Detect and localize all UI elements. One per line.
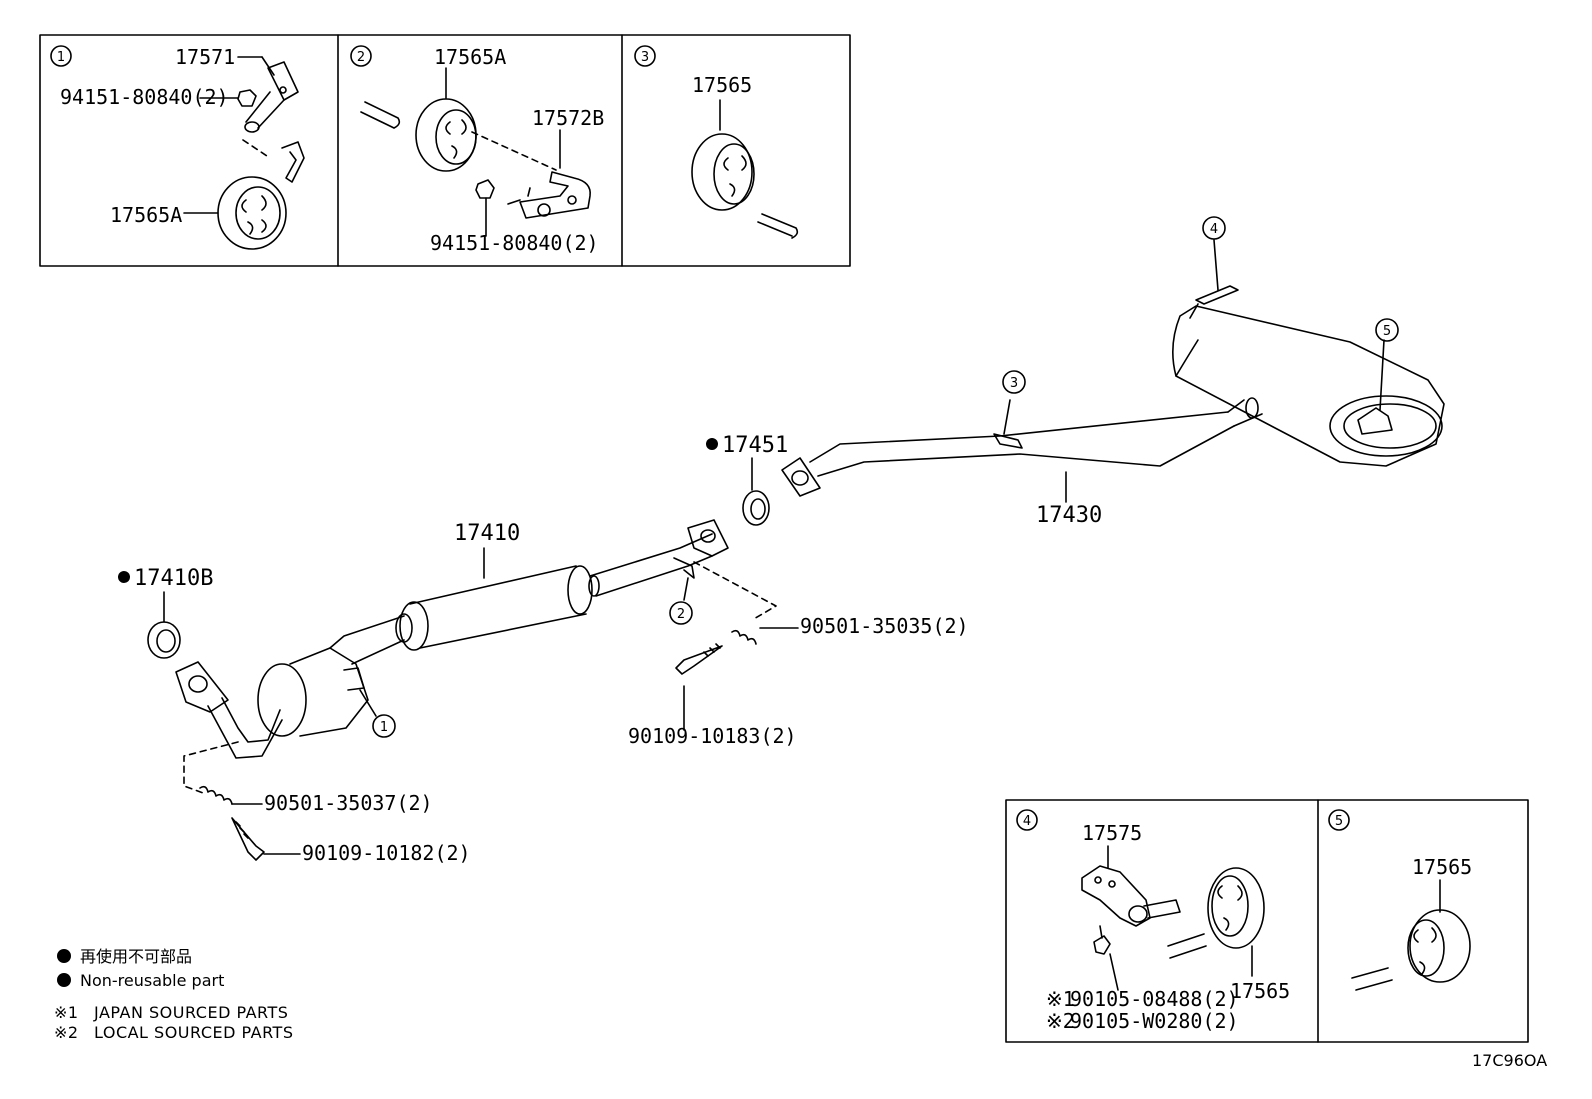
part-label-90501-35037: 90501-35037(2): [264, 791, 433, 815]
part-label-17565A-inset1: 17565A: [110, 203, 182, 227]
part-label-17575: 17575: [1082, 821, 1142, 845]
part-label-17451: 17451: [722, 433, 788, 458]
callout-3: [1002, 370, 1026, 394]
svg-text:5: 5: [1383, 324, 1391, 339]
part-label-17571: 17571: [175, 45, 235, 69]
inset-1-number: 1: [57, 50, 65, 65]
sourced-mark-1: ※1: [1046, 987, 1075, 1011]
inset-4-number: 4: [1023, 814, 1031, 829]
callout-1: [372, 714, 396, 738]
gasket-17451: 17451: [706, 433, 788, 526]
front-pipe-17410: 17410: [175, 519, 729, 759]
callouts-main: 1 2 3 4 5: [372, 216, 1399, 738]
inset-2-number: 2: [357, 50, 365, 65]
inset-1: 1 17571 94151-80840(2) 17565A: [50, 45, 305, 250]
legend-note1-text: JAPAN SOURCED PARTS: [93, 1003, 288, 1022]
svg-text:2: 2: [677, 607, 685, 622]
legend-non-reusable-en: Non-reusable part: [80, 971, 224, 990]
legend-note2-mark: ※2: [54, 1023, 79, 1042]
bolt-set-front: 90501-35037(2) 90109-10182(2): [183, 741, 471, 865]
diagram-id: 17C96OA: [1472, 1051, 1547, 1070]
inset-4: 4 17575 ※1 90105-08488(2) ※2 90105-W0280…: [1016, 809, 1290, 1033]
legend-note2-text: LOCAL SOURCED PARTS: [94, 1023, 293, 1042]
callout-4: [1202, 216, 1226, 240]
part-label-17572B: 17572B: [532, 106, 604, 130]
inset-5-number: 5: [1335, 814, 1343, 829]
sourced-mark-2: ※2: [1046, 1009, 1075, 1033]
tail-pipe-17430: 17430: [781, 239, 1445, 528]
part-label-17410: 17410: [454, 521, 520, 546]
part-label-17565-inset5: 17565: [1412, 855, 1472, 879]
inset-box-top: [39, 34, 851, 267]
inset-5: 5 17565: [1328, 809, 1472, 991]
part-label-17410B: 17410B: [134, 566, 213, 591]
part-label-90105-W0280: 90105-W0280(2): [1070, 1009, 1239, 1033]
inset-2: 2 17565A 17572B 94151-80840(2): [350, 45, 604, 255]
bullet-icon: [57, 949, 71, 963]
callout-2: [669, 601, 693, 625]
callout-5: [1375, 318, 1399, 342]
part-label-17565A-inset2: 17565A: [434, 45, 506, 69]
svg-text:4: 4: [1210, 222, 1218, 237]
part-label-17565-inset4: 17565: [1230, 979, 1290, 1003]
part-label-90105-08488: 90105-08488(2): [1070, 987, 1239, 1011]
inset-3-number: 3: [641, 50, 649, 65]
part-label-90109-10182: 90109-10182(2): [302, 841, 471, 865]
inset-3: 3 17565: [634, 45, 799, 239]
legend-note1-mark: ※1: [54, 1003, 79, 1022]
legend: 再使用不可部品 Non-reusable part ※1 JAPAN SOURC…: [54, 947, 293, 1042]
part-label-94151-80840-inset1: 94151-80840(2): [60, 85, 229, 109]
bullet-icon: [57, 973, 71, 987]
part-label-90109-10183: 90109-10183(2): [628, 724, 797, 748]
inset-box-bottom: [1005, 799, 1529, 1043]
svg-text:1: 1: [380, 720, 388, 735]
callout-circle-1-inset: [50, 45, 72, 67]
bolt-set-rear: 90501-35035(2) 90109-10183(2): [628, 561, 969, 748]
legend-non-reusable-jp: 再使用不可部品: [80, 947, 192, 966]
svg-text:3: 3: [1010, 376, 1018, 391]
gasket-17410B: 17410B: [118, 566, 213, 659]
part-label-17430: 17430: [1036, 503, 1102, 528]
part-label-17565-inset3: 17565: [692, 73, 752, 97]
part-label-90501-35035: 90501-35035(2): [800, 614, 969, 638]
part-label-94151-80840-inset2: 94151-80840(2): [430, 231, 599, 255]
